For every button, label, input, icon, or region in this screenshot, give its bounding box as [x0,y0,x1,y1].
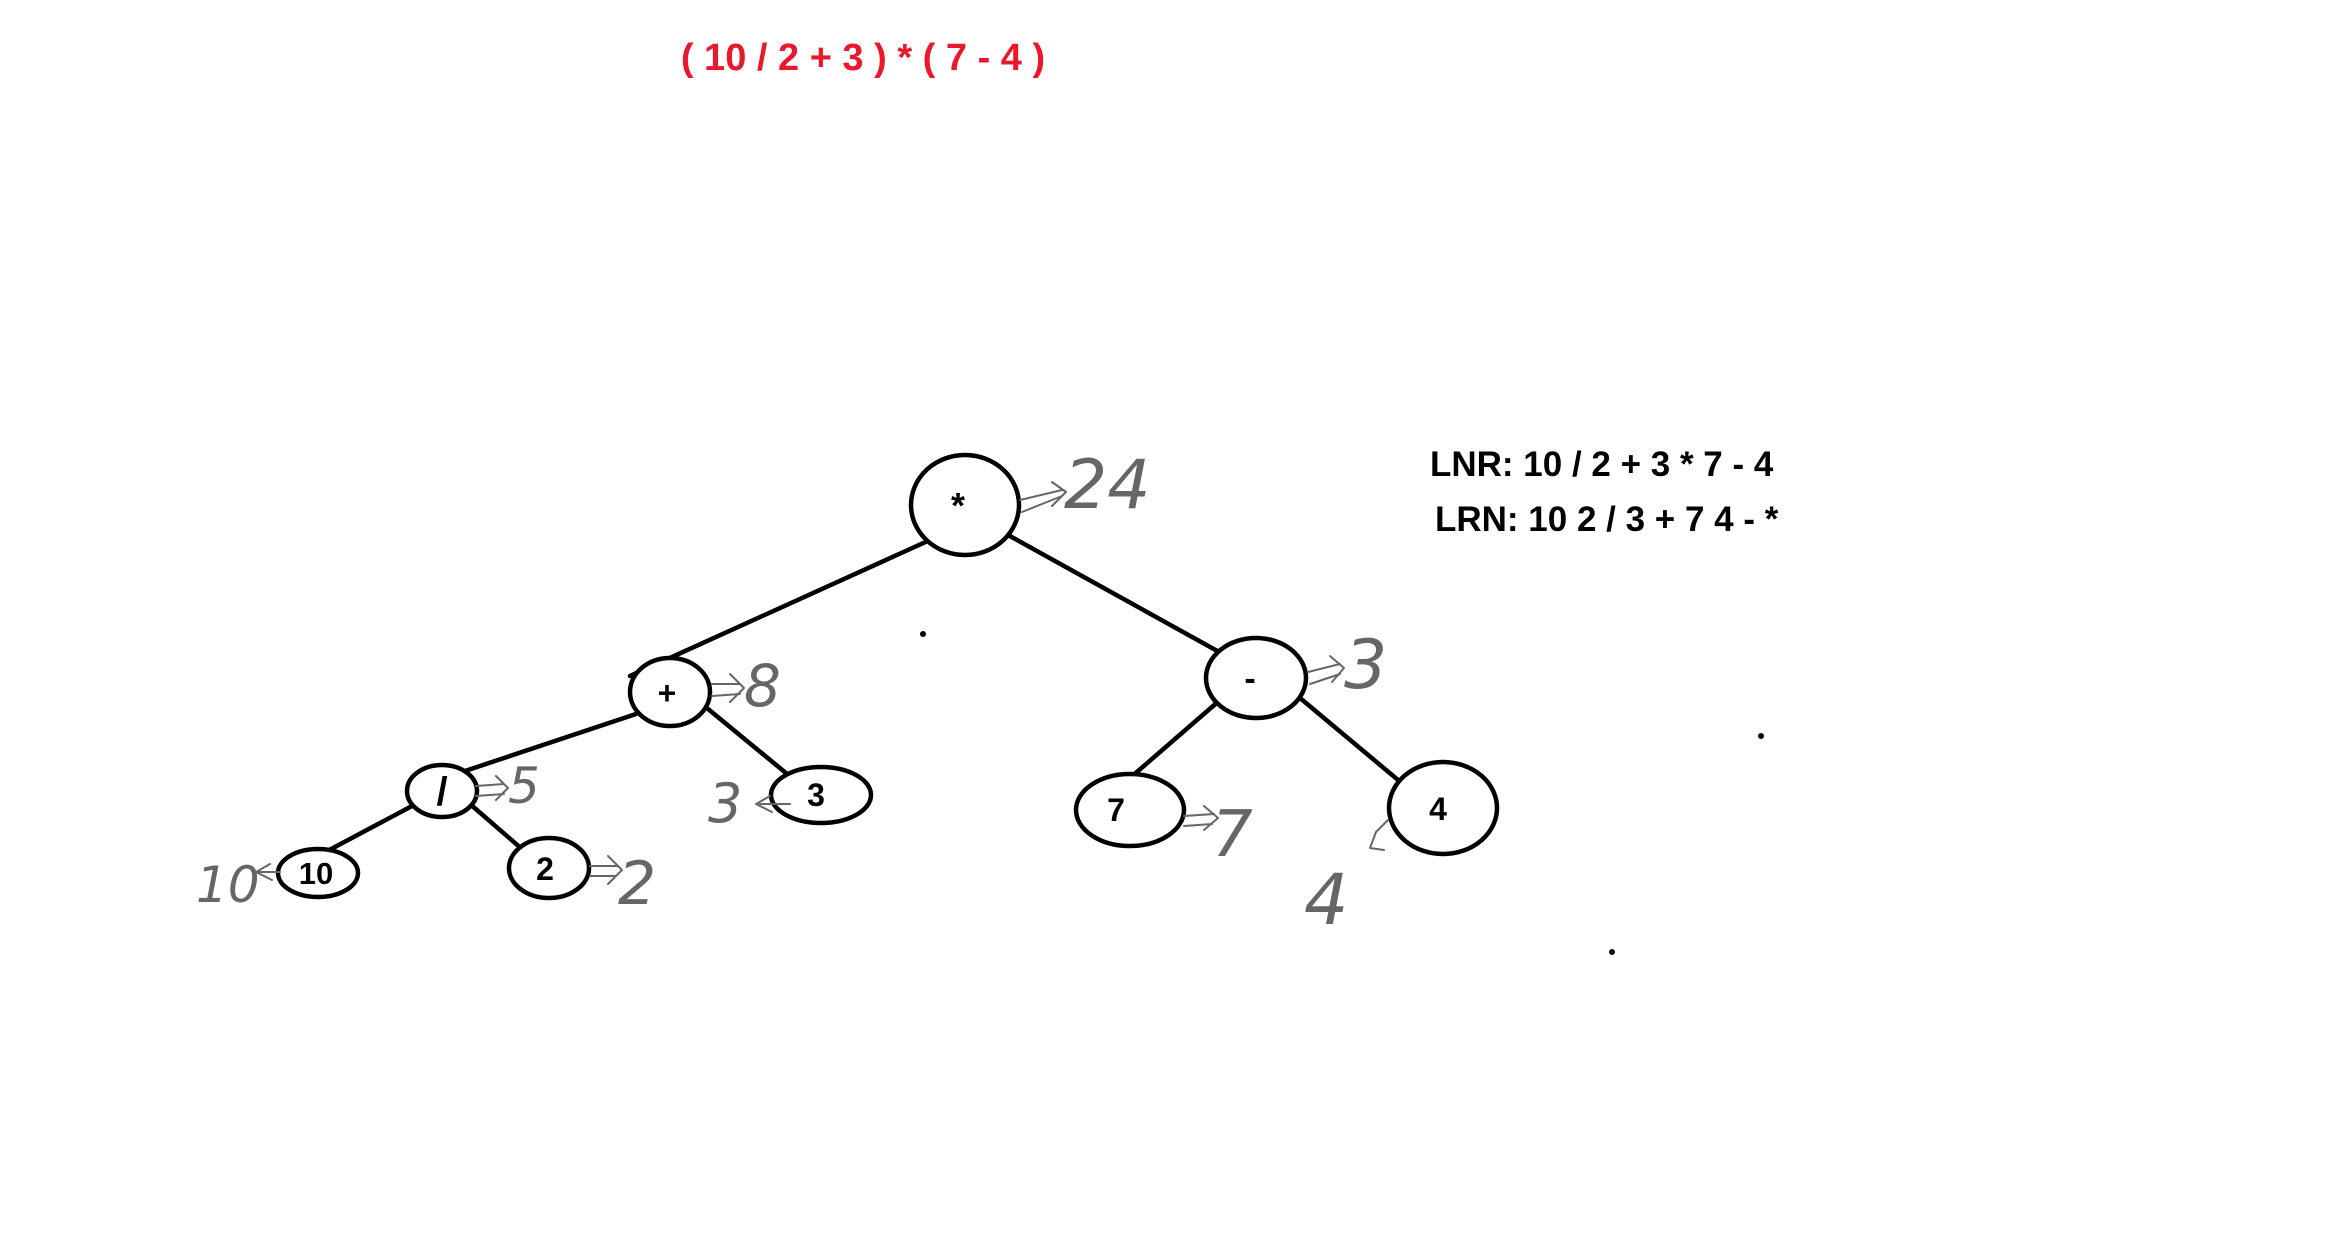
tree-node-seven: 7 [1073,771,1187,849]
edge-minus-four [1297,695,1413,793]
tree-node-minus: - [1203,635,1309,721]
lnr-traversal: LNR: 10 / 2 + 3 * 7 - 4 [1430,445,1774,484]
edge-plus-divide [453,711,639,777]
stray-dot [1758,733,1764,739]
node-label-four: 4 [1429,791,1447,827]
expression-title: ( 10 / 2 + 3 ) * ( 7 - 4 ) [681,37,1045,79]
annotation-two: 2 [589,849,656,919]
annotation-ten-value: 10 [196,856,260,914]
annotation-two-value: 2 [618,849,656,919]
annotation-seven-value: 7 [1212,798,1253,872]
tree-node-four: 4 [1386,759,1500,857]
node-label-seven: 7 [1107,792,1125,828]
tree-node-root: * [908,452,1022,558]
edge-minus-seven [1127,697,1223,781]
annotation-divide: 5 [475,757,540,815]
edge-root-plus [627,537,933,679]
node-label-ten: 10 [299,856,333,891]
annotation-ten: 10 [196,856,281,914]
lrn-traversal: LRN: 10 2 / 3 + 7 4 - * [1435,500,1779,539]
annotation-plus: 8 [711,652,781,720]
annotation-three: 3 [708,772,791,835]
annotation-four-value: 4 [1304,859,1349,941]
tree-node-three: 3 [768,764,874,826]
node-label-minus: - [1244,660,1255,698]
node-label-two: 2 [536,851,554,887]
annotation-minus: 3 [1307,626,1387,705]
stray-dot [920,631,926,637]
edge-plus-three [699,701,795,781]
node-label-plus: + [658,675,677,711]
annotation-root: 24 [1019,446,1151,525]
tree-edges [315,532,1413,859]
evaluation-annotations: 24 8 3 5 3 7 4 10 [196,446,1389,941]
annotation-minus-value: 3 [1344,626,1387,705]
annotation-four: 4 [1304,819,1389,941]
node-label-three: 3 [807,777,825,813]
tree-node-two: 2 [506,835,592,901]
tree-node-divide: / [404,762,480,820]
tree-node-plus: + [627,655,713,729]
annotation-seven: 7 [1183,798,1253,872]
annotation-plus-value: 8 [744,652,781,720]
stray-dots [920,631,1764,955]
tree-node-ten: 10 [275,846,361,900]
stray-dot [1609,949,1615,955]
tree-nodes: * + - / 3 7 4 10 [275,452,1500,901]
annotation-divide-value: 5 [508,757,540,815]
edge-divide-ten [315,803,415,859]
annotation-three-value: 3 [708,772,742,835]
node-label-divide: / [436,770,447,814]
edge-root-minus [1005,532,1233,661]
annotation-root-value: 24 [1064,446,1151,525]
node-label-root: * [951,485,965,526]
